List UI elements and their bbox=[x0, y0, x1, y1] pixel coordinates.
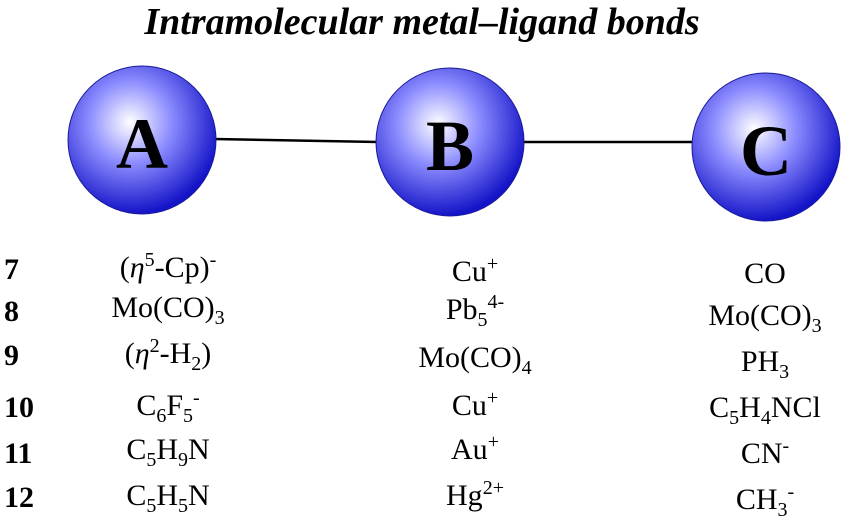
row-number: 10 bbox=[4, 391, 34, 424]
ligand-b: Hg2+ bbox=[446, 477, 504, 512]
node-a-label: A bbox=[116, 104, 168, 184]
node-a-sphere bbox=[67, 65, 217, 215]
row-number: 11 bbox=[4, 437, 33, 470]
ligand-a: Mo(CO)3 bbox=[111, 291, 225, 329]
row-number: 9 bbox=[4, 339, 19, 372]
node-c-sphere bbox=[691, 72, 841, 222]
ligand-c: CH3- bbox=[735, 481, 795, 521]
node-c-label: C bbox=[740, 111, 792, 191]
row-number: 8 bbox=[4, 295, 19, 328]
ligand-b: Cu+ bbox=[451, 387, 499, 422]
ligand-c: Mo(CO)3 bbox=[708, 299, 822, 337]
ligand-a: (η5-Cp)- bbox=[119, 249, 217, 284]
node-b-sphere bbox=[375, 67, 525, 217]
ligand-b: Au+ bbox=[451, 431, 499, 466]
node-b-label: B bbox=[426, 106, 474, 186]
ligand-b: Cu+ bbox=[451, 253, 499, 288]
ligand-c: PH3 bbox=[740, 345, 790, 383]
row-number: 12 bbox=[4, 481, 34, 514]
ligand-a: C6F5- bbox=[136, 387, 200, 427]
edge-a-b bbox=[213, 137, 379, 144]
ligand-c: CN- bbox=[740, 435, 790, 470]
ligand-a: C5H9N bbox=[126, 433, 210, 471]
ligand-b: Pb54- bbox=[445, 291, 505, 331]
ligand-a: C5H5N bbox=[126, 479, 210, 517]
ligand-c: C5H4NCl bbox=[709, 391, 821, 429]
ligand-b: Mo(CO)4 bbox=[418, 341, 532, 379]
ligand-c: CO bbox=[744, 257, 786, 290]
diagram-title: Intramolecular metal–ligand bonds bbox=[144, 1, 700, 43]
ligand-a: (η2-H2) bbox=[124, 335, 212, 375]
row-number: 7 bbox=[4, 253, 19, 286]
